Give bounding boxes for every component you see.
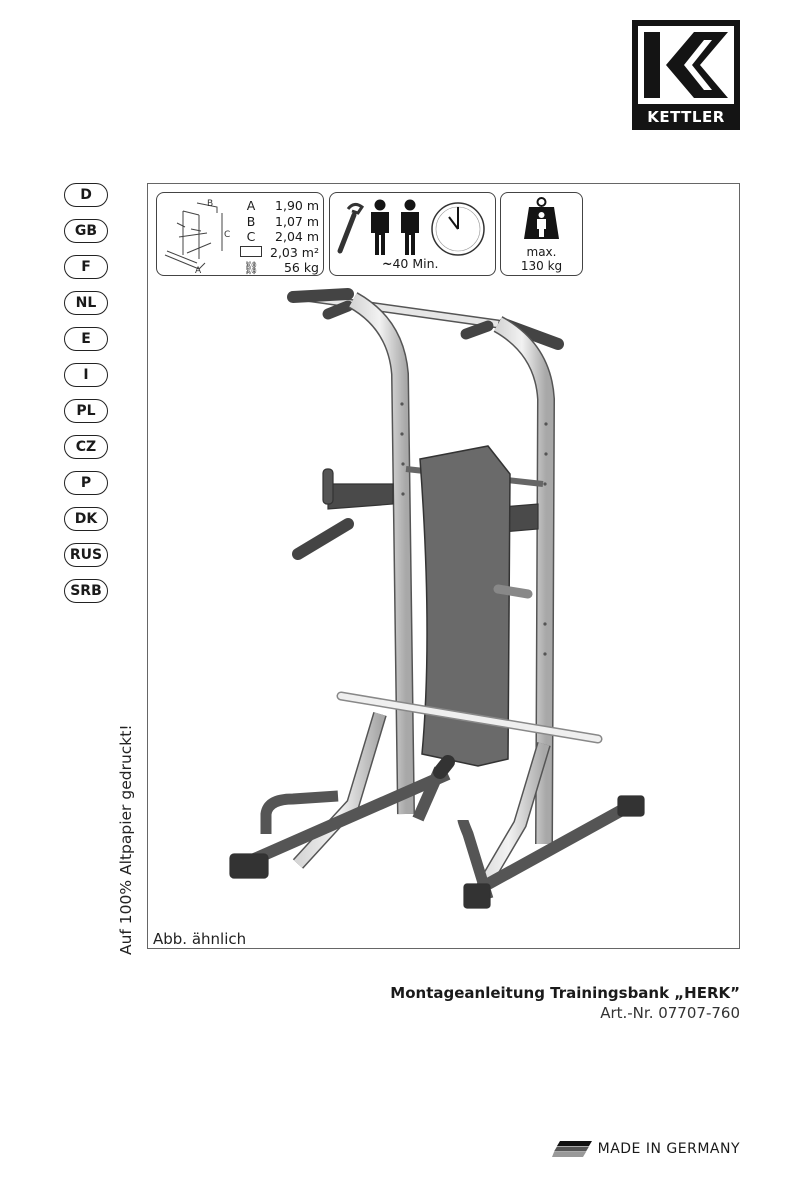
- lang-pl[interactable]: PL: [64, 399, 108, 423]
- wrench-icon: [337, 202, 365, 254]
- made-in-text: MADE IN GERMANY: [597, 1141, 740, 1157]
- language-list: D GB F NL E I PL CZ P DK RUS SRB: [64, 183, 110, 615]
- max-weight-box: max. 130 kg: [500, 192, 583, 276]
- assembly-time-box: ~40 Min.: [329, 192, 496, 276]
- approx-icon: ~: [382, 256, 393, 271]
- two-persons-icon: [371, 199, 419, 255]
- assembly-icons: [337, 199, 485, 256]
- k-logo-icon: [638, 26, 734, 104]
- dim-label-c: C: [224, 230, 230, 240]
- lang-f[interactable]: F: [64, 255, 108, 279]
- germany-flag-icon: [551, 1141, 592, 1157]
- made-in-germany: MADE IN GERMANY: [551, 1141, 740, 1157]
- article-number: Art.-Nr. 07707-760: [600, 1004, 740, 1022]
- illustration-caption: Abb. ähnlich: [153, 930, 247, 948]
- recycled-paper-note: Auf 100% Altpapier gedruckt!: [117, 724, 135, 955]
- clock-icon: [431, 202, 485, 256]
- dim-label-a: A: [195, 266, 202, 275]
- logo-text: KETTLER: [647, 108, 725, 126]
- max-weight-value: 130 kg: [520, 259, 563, 273]
- area-icon: [240, 245, 262, 257]
- lang-rus[interactable]: RUS: [64, 543, 108, 567]
- max-weight-label: max. 130 kg: [501, 245, 582, 273]
- assembly-time: ~40 Min.: [382, 256, 439, 271]
- lang-gb[interactable]: GB: [64, 219, 108, 243]
- lang-e[interactable]: E: [64, 327, 108, 351]
- lang-cz[interactable]: CZ: [64, 435, 108, 459]
- lang-p[interactable]: P: [64, 471, 108, 495]
- dimension-diagram-icon: B C A: [164, 199, 230, 275]
- lang-nl[interactable]: NL: [64, 291, 108, 315]
- document-title: Montageanleitung Trainingsbank „HERK”: [390, 984, 740, 1002]
- lang-dk[interactable]: DK: [64, 507, 108, 531]
- lang-srb[interactable]: SRB: [64, 579, 108, 603]
- lang-i[interactable]: I: [64, 363, 108, 387]
- kettler-logo: KETTLER: [632, 20, 740, 130]
- weight-person-icon: [524, 197, 559, 239]
- dim-row-weight: ⛓56 kg: [237, 260, 319, 276]
- herk-bench-illustration: [229, 288, 645, 909]
- dim-row-area: 2,03 m²: [237, 245, 319, 261]
- dim-label-b: B: [207, 199, 213, 209]
- weight-icon: ⛓: [243, 260, 259, 275]
- lang-d[interactable]: D: [64, 183, 108, 207]
